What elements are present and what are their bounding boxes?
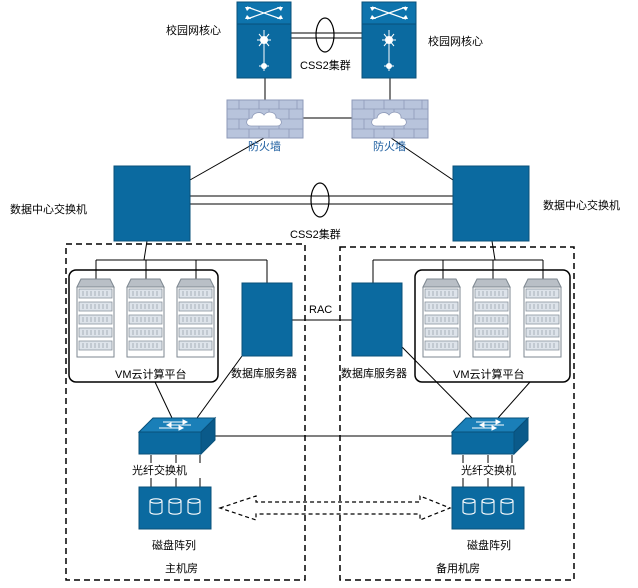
dc-switch-right-label: 数据中心交换机 xyxy=(543,198,620,212)
dc-switch-left xyxy=(113,165,191,242)
backup-db-server-label: 数据库服务器 xyxy=(341,366,407,380)
fiber-switch-icon xyxy=(138,417,216,455)
backup-room-label: 备用机房 xyxy=(436,561,480,575)
backup-room-boundary xyxy=(339,246,575,581)
backup-vm-platform-box xyxy=(414,269,571,383)
fiber-switch-icon xyxy=(451,417,529,455)
core-left-label: 校园网核心 xyxy=(166,23,221,37)
server-icon xyxy=(76,278,115,358)
main-room-boundary xyxy=(65,243,306,581)
server-icon xyxy=(422,278,461,358)
server-icon xyxy=(472,278,511,358)
dc-switch-right xyxy=(452,165,530,242)
dc-cluster-label: CSS2集群 xyxy=(290,227,341,241)
core-switch-icon xyxy=(236,1,292,79)
server-icon xyxy=(176,278,215,358)
rac-label: RAC xyxy=(309,304,332,316)
backup-fiber-switch-label: 光纤交换机 xyxy=(461,463,516,477)
db-server-right xyxy=(351,282,403,357)
disk-array-icon xyxy=(451,486,525,530)
main-vm-platform-box xyxy=(68,269,219,383)
backup-vm-platform-label: VM云计算平台 xyxy=(453,367,525,381)
db-server-left xyxy=(241,282,293,357)
core-right-label: 校园网核心 xyxy=(428,34,483,48)
firewall-right-label: 防火墙 xyxy=(373,139,406,153)
main-vm-platform-label: VM云计算平台 xyxy=(115,367,187,381)
core-cluster-ring xyxy=(315,17,335,53)
dc-cluster-ring xyxy=(310,182,330,218)
main-db-server-label: 数据库服务器 xyxy=(231,366,297,380)
main-disk-array-label: 磁盘阵列 xyxy=(152,538,196,552)
server-icon xyxy=(126,278,165,358)
main-room-label: 主机房 xyxy=(165,561,198,575)
firewall-icon xyxy=(226,99,304,139)
firewall-left-label: 防火墙 xyxy=(248,139,281,153)
core-switch-icon xyxy=(361,1,417,79)
firewall-icon xyxy=(351,99,429,139)
core-cluster-label: CSS2集群 xyxy=(300,58,351,72)
dc-switch-left-label: 数据中心交换机 xyxy=(10,202,87,216)
server-icon xyxy=(523,278,562,358)
backup-disk-array-label: 磁盘阵列 xyxy=(467,538,511,552)
replication-arrow xyxy=(218,495,452,521)
main-fiber-switch-label: 光纤交换机 xyxy=(132,463,187,477)
disk-array-icon xyxy=(138,486,212,530)
